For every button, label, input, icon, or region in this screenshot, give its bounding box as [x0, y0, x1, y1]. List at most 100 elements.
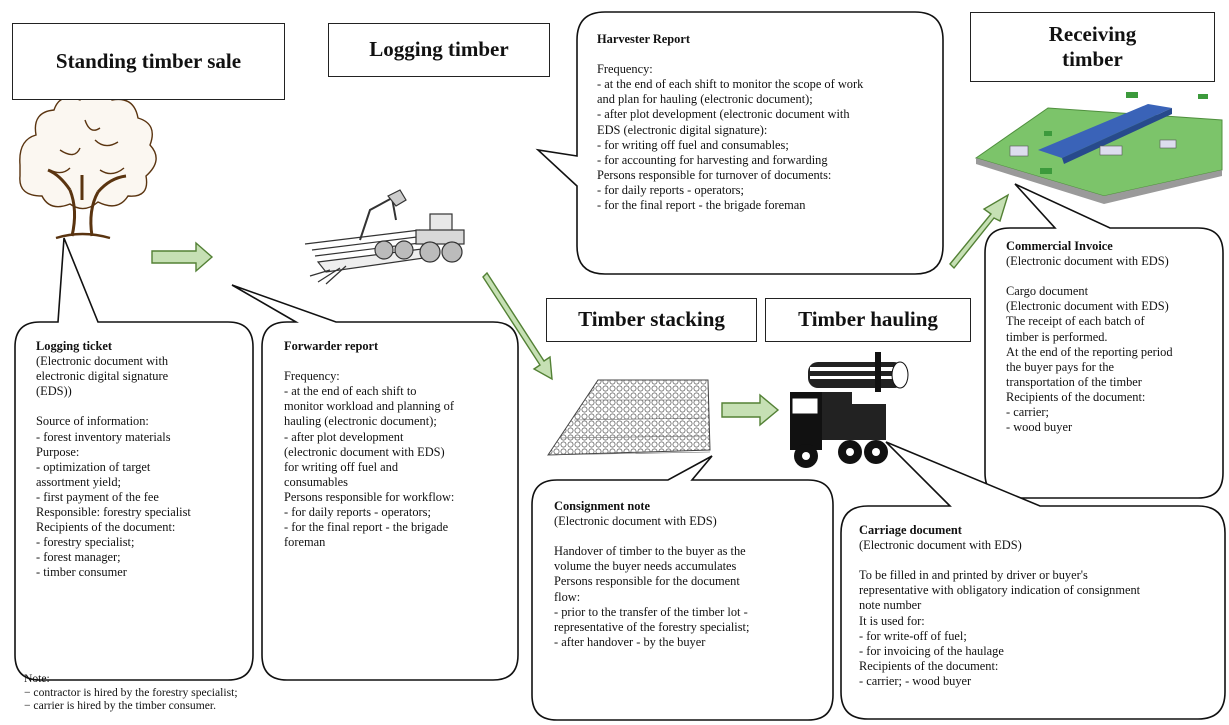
arrow-hauling-to-receiving — [949, 193, 1010, 270]
footnote-line: Note: — [24, 672, 50, 685]
text-line: At the end of the reporting period — [1006, 344, 1173, 359]
text-line: assortment yield; — [36, 474, 121, 489]
bubble-logging-ticket — [14, 237, 254, 681]
text-line: Persons responsible for workflow: — [284, 489, 455, 504]
harvester-report-title: Harvester Report — [597, 32, 691, 46]
bubble-carriage-document — [840, 441, 1226, 720]
text-line: (Electronic document with EDS) — [554, 514, 717, 529]
text-line: foreman — [284, 535, 326, 550]
text-line — [859, 553, 1140, 568]
text-line — [284, 354, 454, 369]
text-line: - optimization of target — [36, 459, 151, 474]
arrow-standing-to-logging — [151, 241, 214, 273]
logging-truck-image — [790, 352, 909, 468]
commercial-invoice-title: Commercial Invoice — [1006, 239, 1113, 253]
text-line: (Electronic document with EDS) — [1006, 254, 1169, 269]
commercial-invoice-text: Commercial Invoice (Electronic document … — [1006, 239, 1173, 435]
text-line: - for invoicing of the haulage — [859, 643, 1004, 658]
text-line: - forest inventory materials — [36, 429, 171, 444]
text-line: It is used for: — [859, 613, 925, 628]
arrow-stacking-to-hauling — [721, 393, 780, 427]
header-hauling-label: Timber hauling — [798, 307, 938, 332]
forwarder-report-text: Forwarder report Frequency: - at the end… — [284, 339, 454, 550]
arrow-logging-to-stacking — [482, 271, 553, 381]
header-stacking-label: Timber stacking — [578, 307, 725, 332]
footnote-line: − contractor is hired by the forestry sp… — [24, 685, 238, 699]
text-line: (electronic document with EDS) — [284, 444, 445, 459]
header-receiving-line2: timber — [1062, 47, 1123, 71]
text-line: - after handover - by the buyer — [554, 634, 706, 649]
text-line — [597, 47, 863, 62]
header-receiving-timber: Receiving timber — [970, 12, 1215, 82]
consignment-note-text: Consignment note (Electronic document wi… — [554, 499, 749, 650]
footnote: Note: − contractor is hired by the fores… — [24, 672, 238, 713]
harvester-image — [304, 189, 465, 285]
text-line: - at the end of each shift to — [284, 384, 417, 399]
text-line: - prior to the transfer of the timber lo… — [554, 604, 748, 619]
text-line: - carrier; - wood buyer — [859, 673, 972, 688]
text-line: electronic digital signature — [36, 369, 169, 384]
text-line: Recipients of the document: — [859, 658, 999, 673]
text-line: (EDS)) — [36, 384, 72, 399]
text-line: - forestry specialist; — [36, 535, 135, 550]
text-line: flow: — [554, 589, 581, 604]
text-line: Persons responsible for the document — [554, 574, 740, 589]
text-line: EDS (electronic digital signature): — [597, 122, 768, 137]
text-line: - after plot development — [284, 429, 404, 444]
text-line: (Electronic document with EDS) — [859, 538, 1022, 553]
text-line: hauling (electronic document); — [284, 414, 437, 429]
text-line: Purpose: — [36, 444, 80, 459]
text-line: Responsible: forestry specialist — [36, 505, 191, 520]
header-receiving-line1: Receiving — [1048, 21, 1137, 46]
header-logging-timber: Logging timber — [328, 23, 550, 77]
header-standing-label: Standing timber sale — [55, 48, 242, 73]
text-line: Source of information: — [36, 414, 149, 429]
carriage-document-text: Carriage document (Electronic document w… — [859, 523, 1140, 689]
text-line: for writing off fuel and — [284, 459, 399, 474]
text-line: note number — [859, 598, 922, 613]
header-logging-label: Logging timber — [369, 37, 509, 62]
text-line: - for daily reports - operators; — [597, 182, 744, 197]
header-timber-hauling: Timber hauling — [765, 298, 971, 342]
text-line: consumables — [284, 474, 349, 489]
text-line: - for writing off fuel and consumables; — [597, 137, 789, 152]
text-line: transportation of the timber — [1006, 374, 1142, 389]
text-line: Cargo document — [1006, 284, 1089, 299]
text-line — [36, 399, 191, 414]
text-line: - first payment of the fee — [36, 489, 159, 504]
bubble-forwarder-report — [231, 284, 519, 681]
text-line: - for write-off of fuel; — [859, 628, 967, 643]
footnote-line: − carrier is hired by the timber consume… — [24, 699, 216, 712]
text-line: timber is performed. — [1006, 329, 1108, 344]
text-line: Handover of timber to the buyer as the — [554, 544, 746, 559]
bubble-consignment-note — [531, 455, 834, 721]
text-line — [1006, 269, 1173, 284]
text-line: representative of the forestry specialis… — [554, 619, 750, 634]
harvester-report-text: Harvester Report Frequency: - at the end… — [597, 32, 863, 213]
text-line: representative with obligatory indicatio… — [859, 583, 1141, 598]
text-line: Frequency: — [284, 369, 340, 384]
text-line: and plan for hauling (electronic documen… — [597, 92, 813, 107]
terminal-image — [974, 92, 1223, 204]
text-line: - at the end of each shift to monitor th… — [597, 77, 864, 92]
text-line: volume the buyer needs accumulates — [554, 559, 737, 574]
carriage-document-title: Carriage document — [859, 523, 962, 537]
text-line: - timber consumer — [36, 565, 127, 580]
text-line: Recipients of the document: — [36, 520, 176, 535]
text-line: (Electronic document with — [36, 354, 169, 369]
text-line: - carrier; — [1006, 405, 1049, 420]
text-line: Persons responsible for turnover of docu… — [597, 167, 832, 182]
text-line: - for the final report - the brigade — [284, 520, 449, 535]
text-line: - forest manager; — [36, 550, 121, 565]
text-line: - for accounting for harvesting and forw… — [597, 152, 828, 167]
bubble-harvester-report — [535, 11, 944, 275]
consignment-note-title: Consignment note — [554, 499, 651, 513]
text-line — [554, 529, 749, 544]
header-standing-timber-sale: Standing timber sale — [12, 23, 285, 100]
text-line: The receipt of each batch of — [1006, 314, 1145, 329]
header-timber-stacking: Timber stacking — [546, 298, 757, 342]
logging-ticket-text: Logging ticket (Electronic document with… — [36, 339, 191, 581]
text-line: - for daily reports - operators; — [284, 505, 431, 520]
text-line: (Electronic document with EDS) — [1006, 299, 1169, 314]
